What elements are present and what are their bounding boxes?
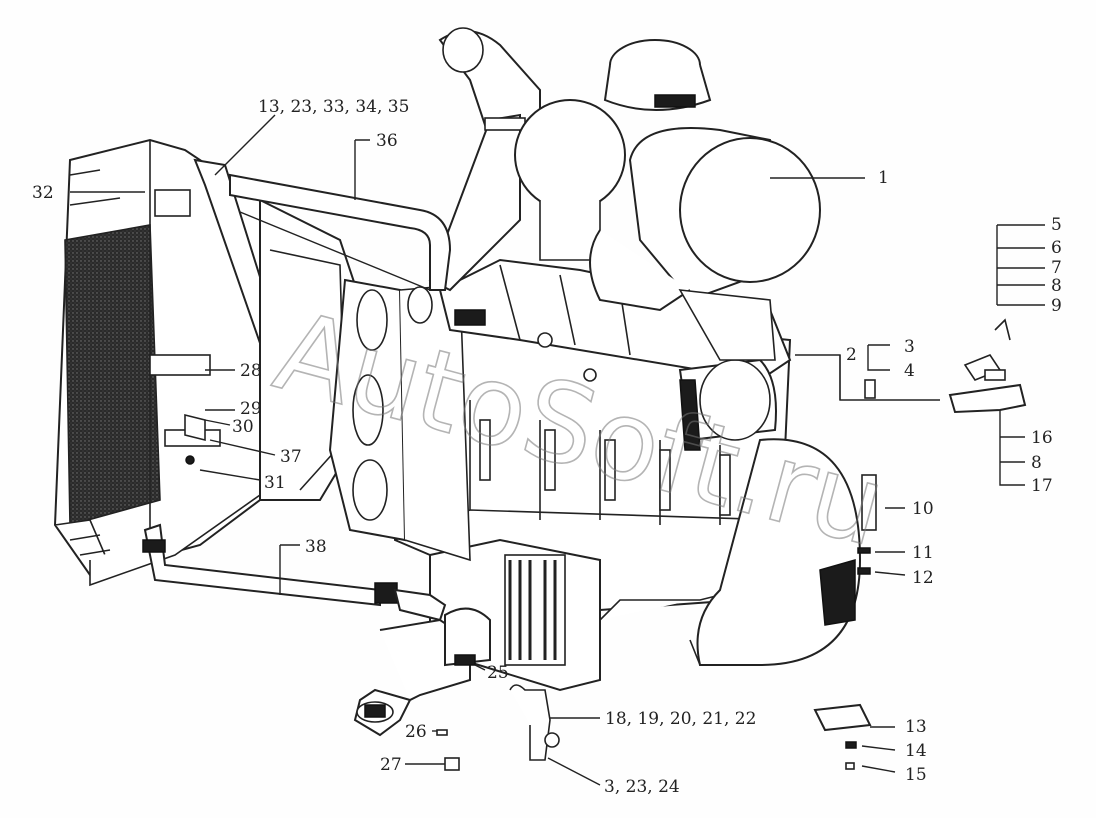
bolt-10 [861, 474, 877, 531]
callout-16: 16 [1031, 428, 1053, 448]
callout-14: 14 [905, 741, 927, 761]
callout-28: 28 [240, 361, 262, 381]
callout-36: 36 [376, 131, 398, 151]
callout-5: 5 [1051, 215, 1062, 235]
front-timing-cover [328, 278, 471, 562]
air-cleaner-left [514, 99, 626, 261]
callout-13-23-33-34-35: 13, 23, 33, 34, 35 [258, 97, 409, 117]
callout-26: 26 [405, 722, 427, 742]
callout-17: 17 [1031, 476, 1053, 496]
upper-radiator-hose [229, 173, 452, 291]
washers-11-12 [857, 547, 871, 575]
intake-manifold [438, 258, 792, 382]
drain-pipe-assembly [509, 684, 560, 761]
callout-37: 37 [280, 447, 302, 467]
air-cleaner-top [603, 39, 712, 111]
callout-38: 38 [305, 537, 327, 557]
callout-29: 29 [240, 399, 262, 419]
callout-10: 10 [912, 499, 934, 519]
callout-15: 15 [905, 765, 927, 785]
callout-6: 6 [1051, 238, 1062, 258]
callout-18-22: 18, 19, 20, 21, 22 [605, 709, 756, 729]
starter-motor-bracket [864, 318, 1027, 414]
callout-8-upper: 8 [1051, 276, 1062, 296]
radiator [53, 138, 261, 587]
callout-30: 30 [232, 417, 254, 437]
callout-3-23-24: 3, 23, 24 [604, 777, 680, 797]
callout-32: 32 [32, 183, 54, 203]
callout-11: 11 [912, 543, 934, 563]
leader-lines [70, 114, 1045, 786]
exhaust-elbow [678, 358, 777, 451]
callout-27: 27 [380, 755, 402, 775]
block-13 [813, 703, 872, 770]
callout-25: 25 [487, 663, 509, 683]
callout-4: 4 [904, 361, 915, 381]
callout-8-lower: 8 [1031, 453, 1042, 473]
front-engine-mount [353, 607, 491, 737]
callout-12: 12 [912, 568, 934, 588]
callout-1: 1 [878, 168, 889, 188]
callout-2: 2 [846, 345, 857, 365]
callout-9: 9 [1051, 296, 1062, 316]
callout-3: 3 [904, 337, 915, 357]
lower-radiator-hose [142, 523, 447, 622]
callout-labels: 1 2 3 4 5 6 7 8 9 16 8 17 10 11 12 13 14… [32, 97, 1062, 797]
air-cleaner-main [589, 127, 821, 361]
callout-13: 13 [905, 717, 927, 737]
callout-31: 31 [264, 473, 286, 493]
callout-7: 7 [1051, 258, 1062, 278]
flywheel-housing [689, 438, 862, 666]
air-intake-pipe [428, 27, 541, 292]
